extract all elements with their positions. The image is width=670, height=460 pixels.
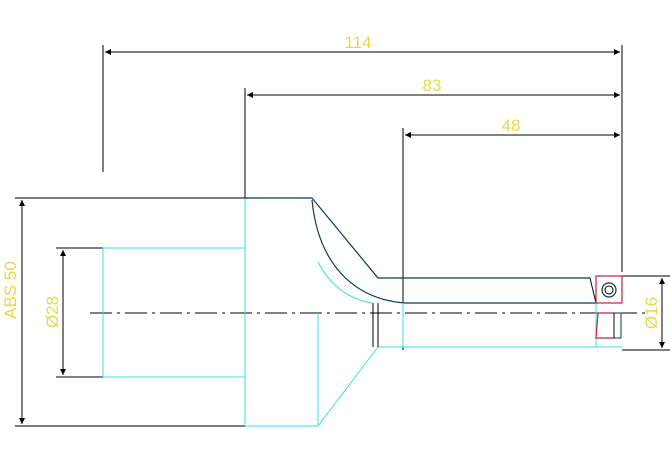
dimension-abs-50: ABS 50 — [1, 197, 245, 427]
dimension-text-diameter-16: Ø16 — [642, 297, 661, 329]
cutting-insert — [595, 275, 623, 348]
dimension-diameter-16: Ø16 — [622, 275, 670, 351]
dimension-text-abs-50: ABS 50 — [1, 261, 20, 319]
dimension-text-83: 83 — [423, 76, 442, 95]
dimension-83: 83 — [244, 76, 620, 198]
shank-hidden-outline — [102, 247, 246, 378]
tip-chamfer — [589, 277, 597, 304]
neck-hidden-curve — [317, 261, 373, 304]
dimension-text-48: 48 — [502, 116, 521, 135]
dimension-114: 114 — [102, 33, 623, 272]
neck-top-outline — [311, 197, 590, 279]
insert-top — [595, 275, 623, 304]
insert-bottom-edge — [613, 312, 622, 339]
tool-body — [102, 197, 597, 427]
dimension-text-114: 114 — [344, 33, 371, 52]
dimension-diameter-28: Ø28 — [43, 247, 103, 378]
insert-screw-icon — [601, 282, 617, 298]
taper-bottom — [317, 346, 379, 427]
neck-curve-outline — [311, 199, 596, 304]
insert-screw-head-icon — [604, 285, 614, 295]
dimension-text-diameter-28: Ø28 — [43, 296, 62, 328]
dimension-48: 48 — [402, 116, 620, 350]
insert-bottom — [595, 312, 615, 339]
